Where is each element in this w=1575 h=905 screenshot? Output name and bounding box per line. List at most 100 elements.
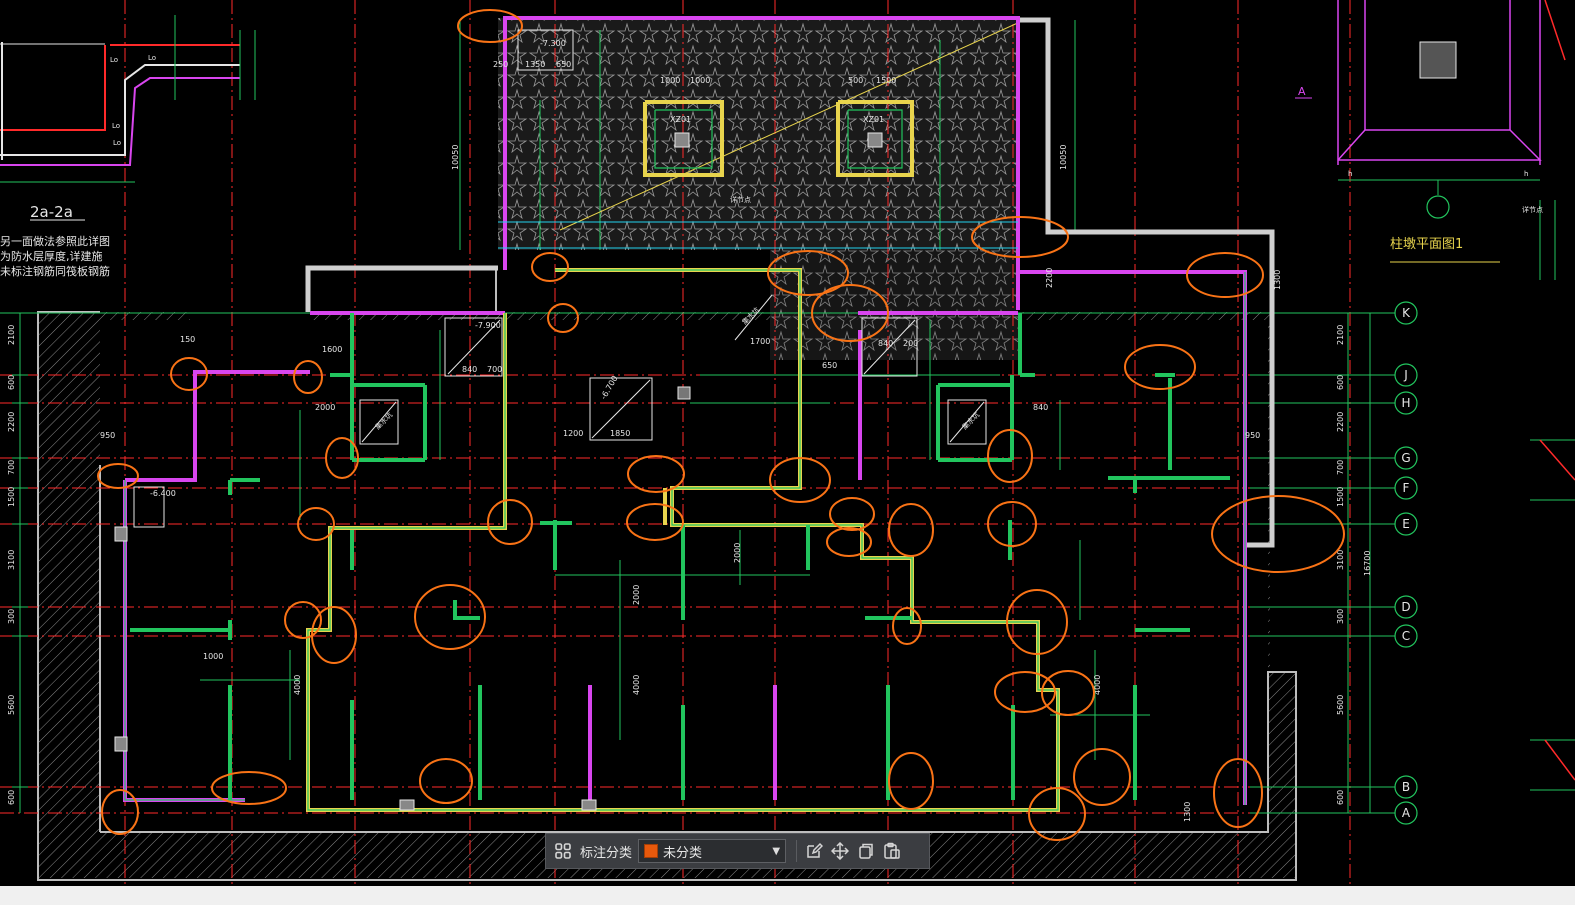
dim-text: 500 [848,76,863,85]
axis-label: F [1403,481,1410,495]
markup-ellipse [626,503,684,541]
dim-text: 1350 [525,60,545,69]
dim-text: 1000 [660,76,680,85]
cyan-band [498,221,1018,249]
markup-ellipse [284,601,322,639]
pier-plan-marker: A [1298,85,1306,98]
dim-text: 600 [7,790,16,805]
pit-hatch-lower [770,250,1018,360]
markup-ellipse [325,437,359,479]
dim-text: 840 [878,339,893,348]
markup-ellipse [531,252,569,282]
detail-label: h [1524,170,1528,178]
copy-icon[interactable] [853,838,879,864]
markup-ellipse [97,463,139,489]
markup-annotations[interactable] [97,9,1345,841]
dim-text: 600 [7,375,16,390]
chevron-down-icon: ▼ [772,845,781,857]
markup-ellipse [888,752,934,810]
dim-text: 5600 [1336,695,1345,715]
markup-ellipse [892,607,922,645]
grid-icon[interactable] [550,838,576,864]
pit-label: XZ01 [670,115,691,124]
detail-label: 详节点 [730,195,751,204]
dim-text: 1300 [1273,270,1282,290]
dim-text: 600 [1336,375,1345,390]
axis-label: G [1401,451,1410,465]
diagonal-line [559,21,1021,231]
dim-text: 2000 [315,403,335,412]
dim-text: 1500 [1336,487,1345,507]
dim-text: 1600 [322,345,342,354]
dim-text: 300 [1336,609,1345,624]
axis-label: C [1402,629,1410,643]
dim-text: 5600 [7,695,16,715]
pit-boundary [305,17,1275,548]
axis-label: H [1401,396,1410,410]
dim-text: 2100 [1336,325,1345,345]
markup-ellipse [1041,670,1095,716]
markup-ellipse [487,499,533,545]
markup-ellipse [1211,495,1345,573]
dim-text: 2000 [632,585,641,605]
dim-text: 1850 [610,429,630,438]
status-strip [0,886,1575,905]
dim-text: 250 [493,60,508,69]
dim-text: 2200 [7,412,16,432]
sump-pits [114,29,1457,811]
dim-text: 16700 [1363,551,1372,576]
dim-text: 300 [7,609,16,624]
detail-label: Lo [113,139,121,147]
markup-ellipse [769,457,831,503]
move-icon[interactable] [827,838,853,864]
dim-text: 2200 [1045,268,1054,288]
level-mark: -7.300 [540,39,566,48]
dim-text: 1000 [203,652,223,661]
axis-bubbles [1394,301,1418,825]
pit-label: XZ01 [863,115,884,124]
markup-ellipse [457,9,523,43]
dim-text: 1500 [7,487,16,507]
edit-icon[interactable] [801,838,827,864]
dim-text: 1000 [690,76,710,85]
markup-ellipse [888,503,934,557]
paste-icon[interactable] [879,838,905,864]
sump-diagonals [361,294,985,443]
axis-label: A [1402,806,1411,820]
dim-text: 700 [1336,460,1345,475]
axis-label: J [1403,368,1408,382]
dimension-lines [0,20,1395,814]
dim-text: 650 [556,60,571,69]
pier-plan [1295,0,1542,263]
markup-ellipse [971,216,1069,258]
dim-text: 4000 [1093,675,1102,695]
toolbar-divider [796,840,798,862]
markup-ellipse [994,671,1056,713]
level-mark: -6.400 [150,489,176,498]
detail-label: 详节点 [1522,205,1543,214]
markup-ellipse [419,758,473,804]
markup-ellipse [547,303,579,333]
dim-text: 700 [487,365,502,374]
markup-ellipse [987,429,1033,483]
pit-hatch [498,18,1018,250]
dim-text: 840 [462,365,477,374]
detail-label: Lo [110,56,118,64]
dim-text: 1500 [876,76,896,85]
dim-text: 1300 [1183,802,1192,822]
markup-ellipse [211,771,287,805]
category-select[interactable]: 未分类 ▼ [638,839,787,863]
markup-ellipse [811,284,889,342]
markup-ellipse [1124,344,1196,390]
dim-text: 4000 [293,675,302,695]
markup-ellipse [767,250,849,296]
markup-ellipse [1028,787,1086,841]
interior-walls [130,313,1230,800]
markup-ellipse [1073,748,1131,806]
markup-ellipse [311,606,357,664]
dim-text: 840 [1033,403,1048,412]
dim-text: 950 [1245,431,1260,440]
color-swatch [644,844,659,858]
axis-label: E [1402,517,1410,531]
